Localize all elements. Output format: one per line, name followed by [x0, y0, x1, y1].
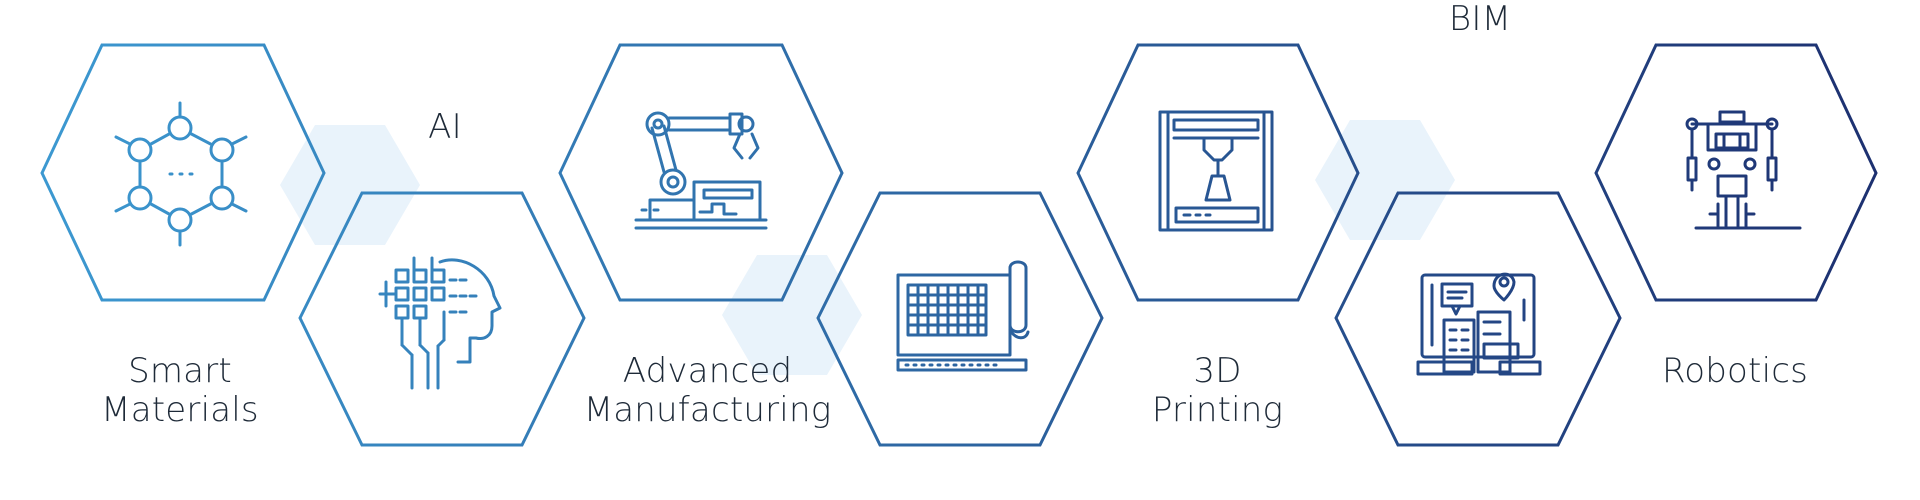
label-line: AI: [428, 107, 462, 147]
label-line: Manufacturing: [583, 390, 832, 430]
ai-brain-head-icon: [378, 256, 502, 390]
decor-hexagon: [722, 255, 862, 375]
label-bim: BIM: [1420, 0, 1540, 39]
hexagon-robotics: [1594, 43, 1878, 302]
hexagon-3d-printing: [1076, 43, 1360, 302]
label-line: Materials: [101, 390, 259, 430]
label-smart-materials: Smart Materials: [80, 352, 280, 430]
hexagon-ai: [298, 191, 586, 447]
label-line: Advanced: [622, 351, 793, 391]
decorative-hexagons: [280, 120, 1455, 375]
decor-hexagon: [1315, 120, 1455, 240]
robotic-arm-icon: [634, 111, 768, 230]
label-line: Robotics: [1661, 351, 1809, 391]
robot-icon: [1685, 110, 1802, 230]
blueprint-icon: [896, 260, 1030, 372]
hexagon-blueprint: [816, 191, 1104, 447]
label-line: 3D: [1193, 351, 1242, 391]
label-ai: AI: [395, 108, 495, 147]
hexagon-advanced-manufacturing: [558, 43, 844, 302]
label-line: Printing: [1151, 390, 1284, 430]
hexagon-bim: [1334, 191, 1622, 447]
label-line: BIM: [1448, 0, 1512, 39]
label-line: Smart: [128, 351, 232, 391]
3d-printer-icon: [1158, 110, 1274, 232]
label-robotics: Robotics: [1640, 352, 1830, 391]
label-advanced-manufacturing: Advanced Manufacturing: [580, 352, 835, 430]
label-3d-printing: 3D Printing: [1130, 352, 1305, 430]
molecule-icon: [114, 101, 248, 247]
bim-building-icon: [1416, 272, 1542, 376]
hexagon-smart-materials: [40, 43, 326, 302]
